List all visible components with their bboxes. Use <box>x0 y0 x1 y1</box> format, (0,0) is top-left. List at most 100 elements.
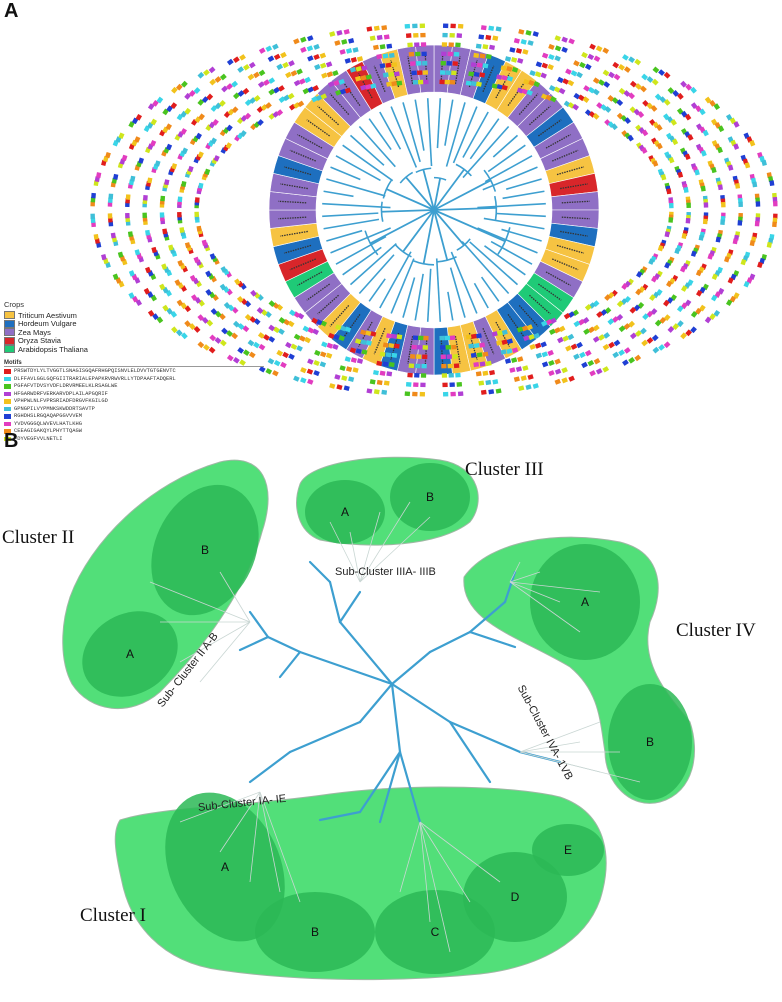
leaf-line <box>519 751 601 773</box>
motif-block <box>349 347 357 354</box>
motif-block <box>687 134 694 141</box>
motif-block <box>641 73 649 81</box>
motif-block <box>523 78 530 85</box>
motif-block <box>716 146 723 154</box>
motif-block <box>198 182 204 189</box>
motif-block <box>138 157 144 164</box>
motif-block <box>533 81 540 88</box>
motif-block <box>584 63 592 71</box>
motif-block <box>612 61 620 69</box>
motif-swatch <box>4 376 11 381</box>
motif-block <box>354 338 362 345</box>
subcluster-letter: A <box>126 647 134 661</box>
motif-block <box>208 66 216 74</box>
motif-block <box>184 320 191 328</box>
motif-block <box>313 370 320 377</box>
motif-block <box>548 370 555 377</box>
motif-block <box>501 329 508 336</box>
motif-block <box>440 345 446 350</box>
motif-block <box>247 339 255 347</box>
motif-block <box>440 70 446 75</box>
motif-block <box>592 88 600 96</box>
motif-block <box>685 217 691 224</box>
tree-branch <box>448 720 522 754</box>
motif-block <box>623 90 631 97</box>
motif-block <box>656 142 663 150</box>
motif-block <box>105 151 111 159</box>
tree-branch <box>480 276 500 302</box>
motif-block <box>713 309 721 317</box>
motif-block <box>593 358 601 365</box>
motif-block <box>457 23 464 29</box>
motif-block <box>379 351 386 357</box>
motif-block <box>345 48 353 54</box>
motif-block <box>234 278 241 286</box>
motif-block <box>417 79 424 85</box>
crop-name: Zea Mays <box>18 327 51 337</box>
motif-block <box>635 83 642 90</box>
motif-block <box>485 379 492 386</box>
motif-block <box>321 341 328 348</box>
motif-block <box>180 128 187 135</box>
gene-id-label <box>561 200 590 204</box>
motif-block <box>489 44 496 51</box>
motif-block <box>345 366 353 372</box>
motif-legend-item: PRSWTDYLYLTVGGTLSNAGISGQAFRHGPQISNVLELDV… <box>4 368 264 376</box>
motif-block <box>581 361 588 369</box>
motif-legend-item: GPNGPILVYPMNKSKWDDRTSAVTP <box>4 405 264 413</box>
motif-block <box>164 179 170 186</box>
motif-block <box>263 334 270 341</box>
gene-id-label <box>518 93 539 115</box>
gene-id-label <box>552 258 579 271</box>
motif-block <box>382 53 389 59</box>
motif-block <box>449 79 456 85</box>
motif-block <box>451 344 457 350</box>
tree-branch <box>342 144 394 182</box>
leaf-line <box>419 821 431 923</box>
motif-block <box>663 299 670 307</box>
motif-block <box>500 65 507 71</box>
motif-block <box>307 327 315 334</box>
leaf-line <box>179 621 251 663</box>
motif-block <box>635 330 642 337</box>
motif-swatch <box>4 369 11 374</box>
tree-branch <box>462 111 489 158</box>
motif-block <box>672 90 680 97</box>
motif-block <box>740 258 747 266</box>
motif-block <box>118 132 125 140</box>
motif-block <box>197 151 204 158</box>
tree-branch <box>496 212 546 218</box>
motif-block <box>285 341 292 349</box>
motif-block <box>160 195 166 202</box>
motif-block <box>243 64 250 71</box>
tree-branch <box>328 580 342 624</box>
motif-sequence: HFGARWDRFVERKARVDPLAILAPGQRIF <box>14 390 108 397</box>
motif-block <box>680 332 687 340</box>
tree-branch <box>338 590 362 624</box>
motif-block <box>548 43 555 50</box>
motif-block <box>725 113 733 121</box>
tree-branch <box>379 251 412 309</box>
motif-block <box>184 92 191 100</box>
motif-block <box>686 202 691 208</box>
motif-block <box>554 55 561 62</box>
motif-block <box>193 326 201 333</box>
motif-block <box>506 66 513 72</box>
motif-block <box>373 389 380 395</box>
motif-block <box>541 351 549 358</box>
motif-block <box>242 87 250 95</box>
motif-block <box>233 320 240 328</box>
motif-block <box>278 317 286 324</box>
motif-block <box>381 25 388 31</box>
motif-block <box>404 23 411 29</box>
tree-branch <box>447 291 454 321</box>
motif-block <box>165 123 173 131</box>
motif-block <box>354 75 362 82</box>
motif-block <box>328 332 335 339</box>
crop-name: Arabidopsis Thaliana <box>18 344 88 354</box>
motif-block <box>491 83 498 89</box>
motif-block <box>656 124 663 132</box>
subcluster-oval <box>255 892 375 972</box>
tree-branch <box>414 273 424 321</box>
motif-block <box>386 333 393 339</box>
